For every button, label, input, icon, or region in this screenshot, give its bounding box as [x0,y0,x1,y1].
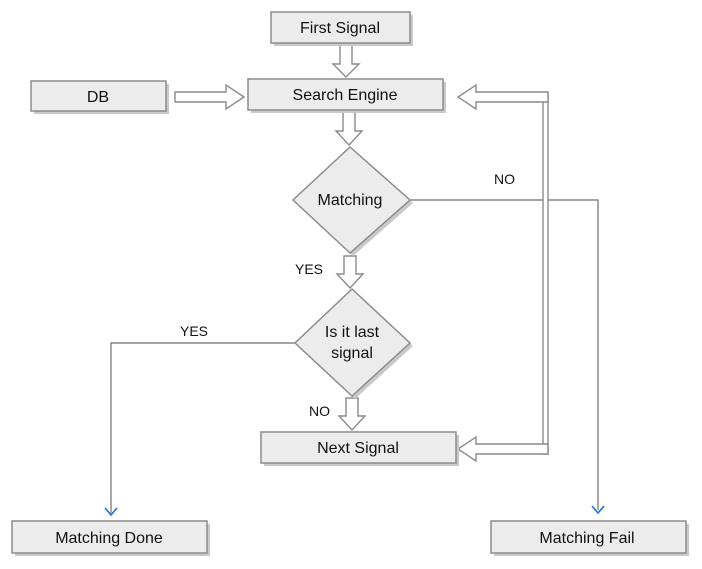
matching-fail-arrowhead [591,505,605,515]
arrow-matching-to-last [335,255,365,290]
last-yes-connector [110,342,295,513]
matching-no-label: NO [494,171,515,187]
node-search-engine: Search Engine [247,78,446,113]
flow-arrows [174,44,367,432]
loop-arrows [456,83,549,463]
loop-channel [542,93,549,455]
db-label: DB [87,89,109,106]
matching-no-connector [410,199,599,510]
connector-lines [110,199,599,513]
arrow-first-to-search [331,44,361,78]
matching-yes-label: YES [295,261,323,277]
last-no-label: NO [309,403,330,419]
arrow-last-to-next [337,397,367,432]
matching-done-arrowhead [104,507,118,517]
search-engine-label: Search Engine [293,87,398,104]
last-signal-label-line1: Is it last [325,324,380,341]
last-signal-label-line2: signal [331,345,373,362]
matching-done-label: Matching Done [55,530,163,547]
node-next-signal: Next Signal [260,431,459,466]
loop-arrow-to-search-engine [456,83,549,111]
next-signal-label: Next Signal [317,440,399,457]
arrow-search-to-matching [334,111,364,147]
node-is-last-signal: Is it last signal [293,287,413,399]
matching-fail-label: Matching Fail [539,530,634,547]
node-db: DB [30,80,169,114]
node-first-signal: First Signal [270,11,413,46]
loop-arrow-to-next-signal [456,435,549,463]
node-matching-fail: Matching Fail [490,520,689,556]
first-signal-label: First Signal [300,20,380,37]
node-matching: Matching [291,145,413,256]
matching-label: Matching [318,192,383,209]
node-matching-done: Matching Done [11,520,210,556]
last-yes-label: YES [180,323,208,339]
arrow-db-to-search [174,83,246,111]
